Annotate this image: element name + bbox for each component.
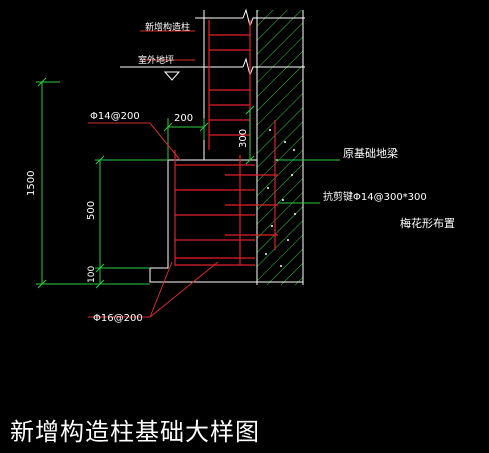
label-new-column: 新增构造柱 bbox=[145, 21, 190, 33]
dim-total-height: 1500 bbox=[26, 171, 37, 196]
outdoor-ground-line bbox=[120, 66, 204, 81]
dim-bottom-height: 100 bbox=[87, 266, 97, 283]
leader-lines bbox=[88, 30, 219, 318]
label-orig-beam: 原基础地梁 bbox=[343, 146, 398, 160]
dim-step-depth: 300 bbox=[238, 129, 249, 148]
dim-middle-height: 500 bbox=[86, 201, 97, 220]
dimension-lines bbox=[36, 77, 340, 289]
label-rebar-top: Φ14@200 bbox=[90, 111, 140, 122]
rebar bbox=[174, 20, 278, 266]
existing-wall bbox=[256, 10, 304, 285]
label-rebar-bottom: Φ16@200 bbox=[93, 313, 143, 324]
label-outdoor-ground: 室外地坪 bbox=[138, 54, 174, 66]
label-shear-key: 抗剪键Φ14@300*300 bbox=[323, 190, 427, 203]
drawing-title: 新增构造柱基础大样图 bbox=[10, 418, 260, 446]
dim-step-width: 200 bbox=[174, 113, 193, 124]
label-plum-layout: 梅花形布置 bbox=[400, 216, 455, 230]
